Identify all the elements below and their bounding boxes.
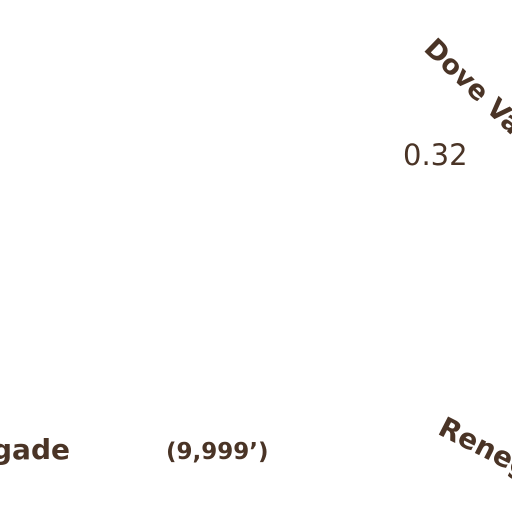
place-label-renegade-right: Reneg <box>433 410 512 485</box>
place-label-dove-valley: Dove Va <box>417 32 512 141</box>
elevation-label: (9,999’) <box>166 439 269 465</box>
value-label: 0.32 <box>403 138 468 172</box>
place-label-renegade-left: gade <box>0 433 70 466</box>
